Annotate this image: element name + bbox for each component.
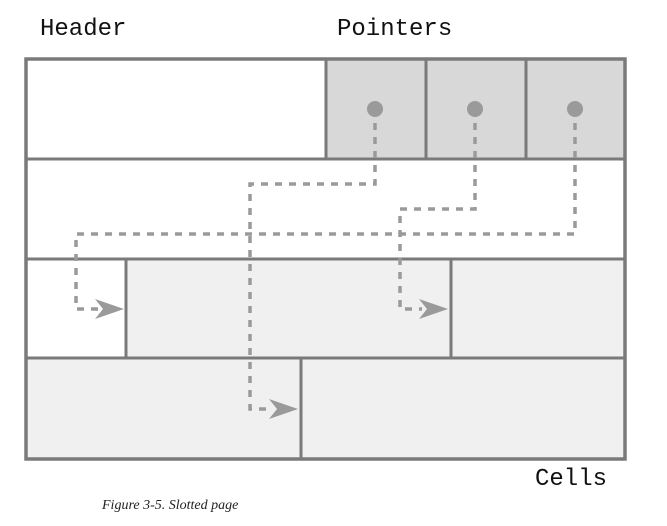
pointer-dot-1 [367,101,383,117]
free-space [24,157,627,261]
pointer-path-2 [398,109,477,311]
header-label: Header [40,16,127,43]
pointers-label: Pointers [337,16,453,43]
cell-3 [24,356,303,461]
arrow-head-cell-2 [419,299,448,319]
pointer-path-3 [74,109,577,311]
cell-4 [299,356,627,461]
cell-2 [449,257,627,360]
cells-label: Cells [535,466,608,493]
arrow-head-cell-1 [95,299,124,319]
page-border [24,57,627,461]
cell-1 [124,257,453,360]
arrow-head-cell-4 [269,399,298,419]
pointer-path-1 [248,109,377,411]
pointer-dot-2 [467,101,483,117]
header-area [24,57,328,161]
pointer-dot-3 [567,101,583,117]
figure-caption: Figure 3-5. Slotted page [102,498,239,513]
